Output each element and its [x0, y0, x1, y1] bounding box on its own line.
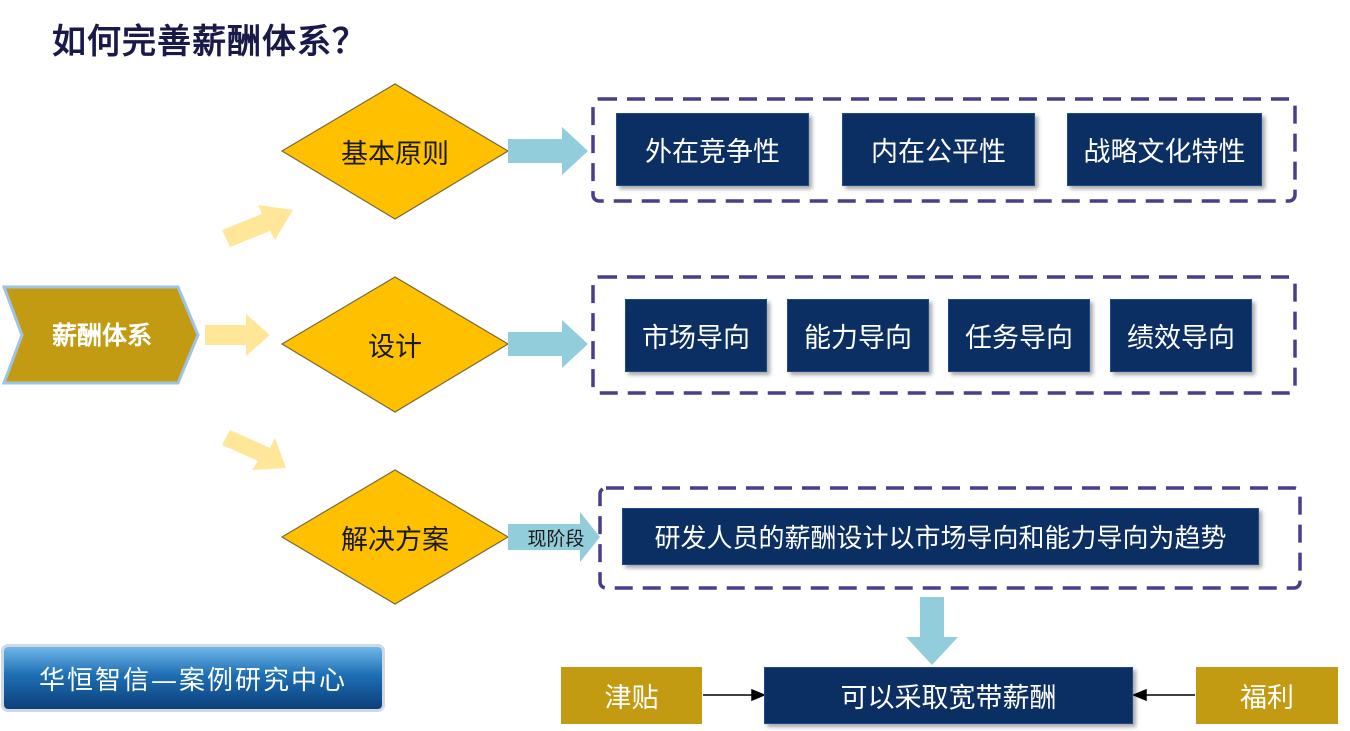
group-principles: [591, 97, 1297, 203]
label-basic-principles: 基本原则: [341, 138, 449, 170]
design-item: 绩效导向: [1110, 299, 1252, 372]
arrow-solution: [508, 512, 600, 562]
broadband-pay-box: 可以采取宽带薪酬: [764, 667, 1133, 724]
stage-label: 现阶段: [527, 527, 585, 550]
label-design: 设计: [368, 331, 422, 363]
group-design: [591, 275, 1297, 395]
benefits-box: 福利: [1196, 667, 1338, 724]
label-solution: 解决方案: [341, 524, 449, 556]
arrow-principles: [508, 127, 588, 175]
root-chevron: [1, 285, 200, 385]
arrow-design: [508, 320, 588, 368]
arrow-down-result: [906, 597, 958, 665]
root-label: 薪酬体系: [51, 321, 152, 350]
arrowhead-right: [1132, 688, 1147, 702]
root-arrow-down: [222, 430, 286, 470]
root-arrow-up: [222, 205, 293, 247]
root-arrow-mid: [205, 314, 270, 356]
principle-item: 内在公平性: [842, 113, 1035, 186]
design-item: 能力导向: [787, 299, 929, 372]
group-solution: [598, 486, 1302, 590]
page-title: 如何完善薪酬体系？: [52, 22, 367, 62]
design-item: 市场导向: [625, 299, 767, 372]
design-item: 任务导向: [948, 299, 1090, 372]
solution-item: 研发人员的薪酬设计以市场导向和能力导向为趋势: [622, 508, 1259, 565]
principle-item: 战略文化特性: [1067, 113, 1262, 186]
allowance-box: 津贴: [561, 667, 702, 724]
root-arrows: [205, 205, 293, 470]
arrowhead-left: [751, 688, 766, 702]
research-center-badge: 华恒智信—案例研究中心: [4, 647, 382, 709]
principle-item: 外在竞争性: [616, 113, 809, 186]
